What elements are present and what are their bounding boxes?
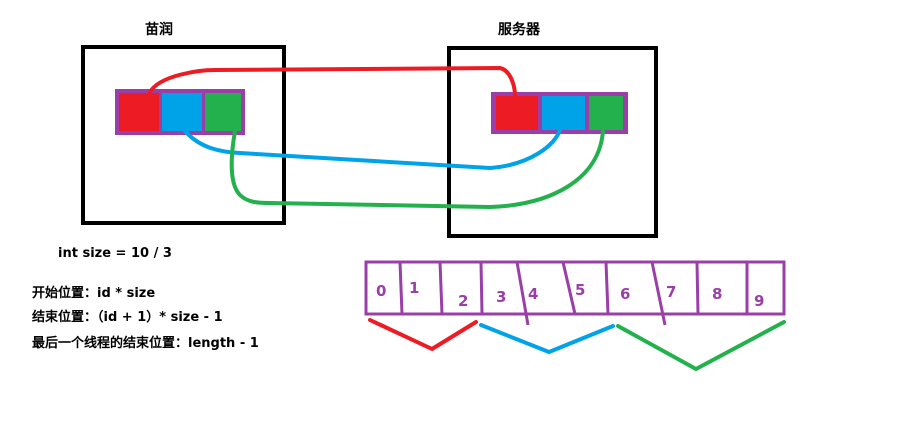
blue-segment-bracket [479, 323, 615, 354]
array-outline [364, 260, 749, 316]
end-position-formula: 结束位置：（id + 1）* size - 1 [32, 310, 223, 325]
client-frame [81, 45, 286, 225]
server-slot-green [589, 96, 623, 130]
array-cell-3: 3 [496, 288, 506, 306]
last-end-position-formula: 最后一个线程的结束位置：length - 1 [32, 336, 259, 351]
array-divider [561, 261, 577, 315]
array-divider [650, 261, 667, 326]
client-title: 苗润 [145, 21, 173, 38]
array-divider [695, 261, 700, 315]
array-cell-4: 4 [528, 285, 538, 303]
client-slot-green [205, 93, 241, 131]
client-slot-group [115, 89, 245, 135]
client-slot-blue [162, 93, 202, 131]
array-cell-1: 1 [409, 279, 419, 297]
server-slot-group [491, 92, 628, 134]
green-connection-line [229, 128, 605, 210]
red-segment-bracket [368, 318, 478, 351]
array-divider [604, 261, 610, 315]
array-cell-9: 9 [754, 292, 764, 310]
array-cell-2: 2 [458, 292, 468, 310]
blue-connection-line [183, 128, 562, 171]
array-divider [479, 261, 484, 315]
client-slot-red [119, 93, 159, 131]
array-cell-7: 7 [666, 283, 676, 301]
array-cell-0: 0 [376, 282, 386, 300]
red-connection-line [148, 65, 517, 98]
array-cell-6: 6 [620, 285, 630, 303]
array-divider [438, 261, 444, 315]
array-cell-8: 8 [712, 285, 722, 303]
array-cell-5: 5 [575, 281, 585, 299]
server-frame [447, 46, 658, 238]
array-divider [398, 261, 404, 315]
array-divider [515, 261, 530, 326]
array-last-cell [745, 260, 786, 316]
green-segment-bracket [616, 320, 786, 371]
server-slot-blue [542, 96, 585, 130]
size-formula: int size = 10 / 3 [58, 246, 172, 261]
server-slot-red [496, 96, 538, 130]
array-strip: 0 1 2 3 4 5 6 7 8 9 [364, 260, 786, 326]
start-position-formula: 开始位置：id * size [32, 286, 156, 301]
server-title: 服务器 [498, 21, 541, 38]
